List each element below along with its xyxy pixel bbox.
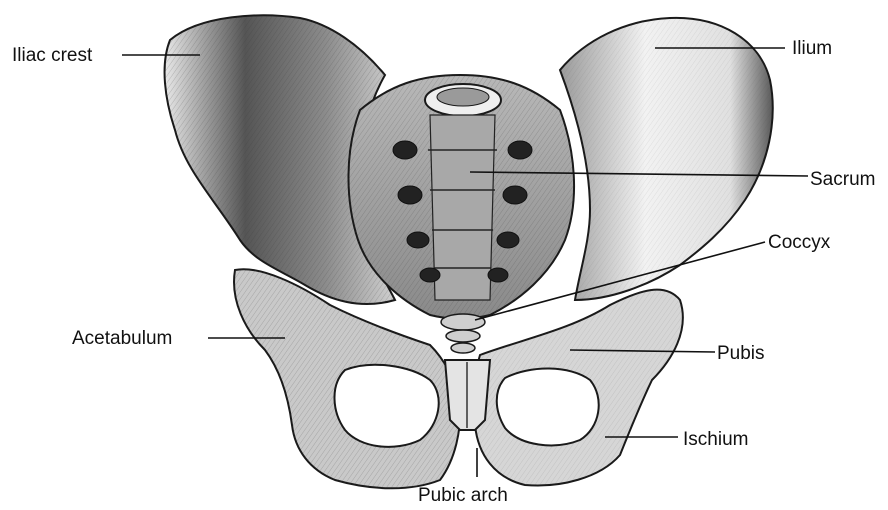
label-acetabulum: Acetabulum [72, 329, 172, 348]
left-obturator-foramen [334, 365, 438, 447]
right-obturator-foramen [497, 368, 599, 445]
label-iliac-crest: Iliac crest [12, 46, 92, 65]
label-pubic-arch: Pubic arch [418, 486, 508, 505]
label-ilium: Ilium [792, 39, 832, 58]
label-coccyx: Coccyx [768, 233, 830, 252]
label-ischium: Ischium [683, 430, 748, 449]
label-sacrum: Sacrum [810, 170, 875, 189]
label-pubis: Pubis [717, 344, 765, 363]
